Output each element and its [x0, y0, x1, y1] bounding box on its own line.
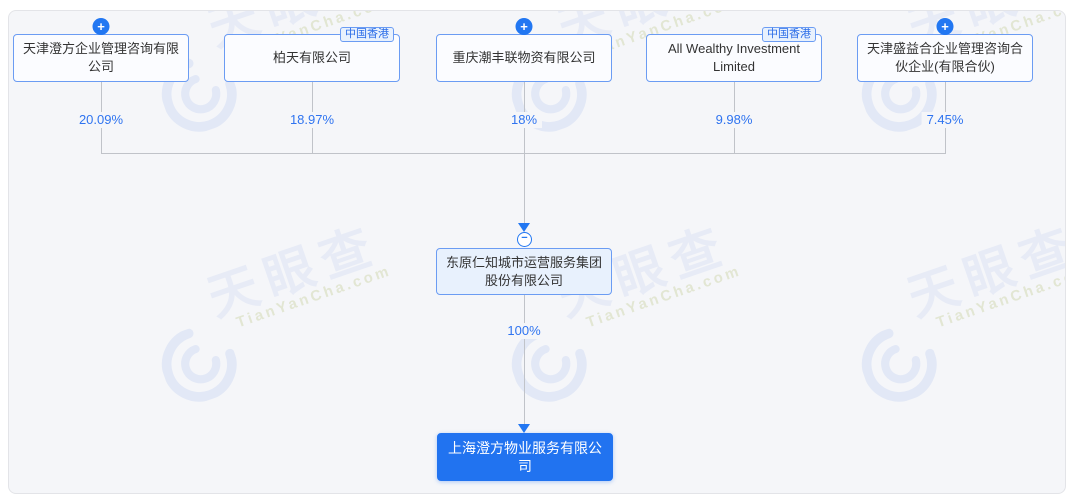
watermark-brand: 天眼查: [900, 216, 1066, 327]
connector-line: [524, 153, 525, 223]
company-name: 柏天有限公司: [272, 50, 351, 65]
company-name: 天津盛益合企业管理咨询合伙企业(有限合伙): [866, 41, 1023, 74]
tianyancha-logo-icon: [861, 328, 937, 402]
shareholder-node[interactable]: + 天津澄方企业管理咨询有限公司: [13, 18, 189, 82]
watermark-domain: TianYanCha.com: [934, 262, 1066, 332]
watermark-domain: TianYanCha.com: [234, 262, 394, 332]
shareholder-node[interactable]: 中国香港 All Wealthy Investment Limited: [646, 27, 822, 82]
company-name: All Wealthy Investment Limited: [668, 41, 800, 74]
connector-line: [524, 295, 525, 425]
expand-plus-icon[interactable]: +: [92, 18, 110, 35]
arrow-down-icon: [518, 424, 530, 433]
parent-company-node[interactable]: 东原仁知城市运营服务集团股份有限公司: [436, 248, 612, 295]
shareholder-node[interactable]: + 天津盛益合企业管理咨询合伙企业(有限合伙): [857, 18, 1033, 82]
expand-plus-icon[interactable]: +: [936, 18, 954, 35]
target-company-node[interactable]: 上海澄方物业服务有限公司: [437, 433, 613, 481]
shareholding-percent: 20.09%: [73, 112, 129, 128]
shareholder-node[interactable]: + 重庆潮丰联物资有限公司: [436, 18, 612, 82]
shareholding-percent: 7.45%: [921, 112, 969, 128]
region-tag: 中国香港: [340, 27, 394, 42]
ownership-percent: 100%: [502, 323, 546, 339]
company-name: 重庆潮丰联物资有限公司: [452, 50, 596, 65]
equity-structure-canvas: 天眼查 TianYanCha.com 天眼查 TianYanCha.com 天眼…: [8, 10, 1066, 494]
shareholder-node[interactable]: 中国香港 柏天有限公司: [224, 27, 400, 82]
company-name: 天津澄方企业管理咨询有限公司: [22, 41, 179, 74]
collapse-minus-icon[interactable]: −: [517, 232, 532, 247]
shareholding-percent: 18%: [505, 112, 543, 128]
tianyancha-watermark: 天眼查 TianYanCha.com: [132, 198, 430, 434]
expand-plus-icon[interactable]: +: [515, 18, 533, 35]
tianyancha-watermark: 天眼查 TianYanCha.com: [832, 198, 1066, 434]
arrow-down-icon: [518, 223, 530, 232]
region-tag: 中国香港: [762, 27, 816, 42]
connector-line: [101, 153, 946, 154]
company-name: 东原仁知城市运营服务集团股份有限公司: [445, 254, 602, 288]
shareholding-percent: 9.98%: [710, 112, 758, 128]
company-name: 上海澄方物业服务有限公司: [448, 440, 602, 474]
watermark-brand: 天眼查: [200, 216, 387, 327]
tianyancha-logo-icon: [161, 328, 237, 402]
shareholding-percent: 18.97%: [284, 112, 340, 128]
